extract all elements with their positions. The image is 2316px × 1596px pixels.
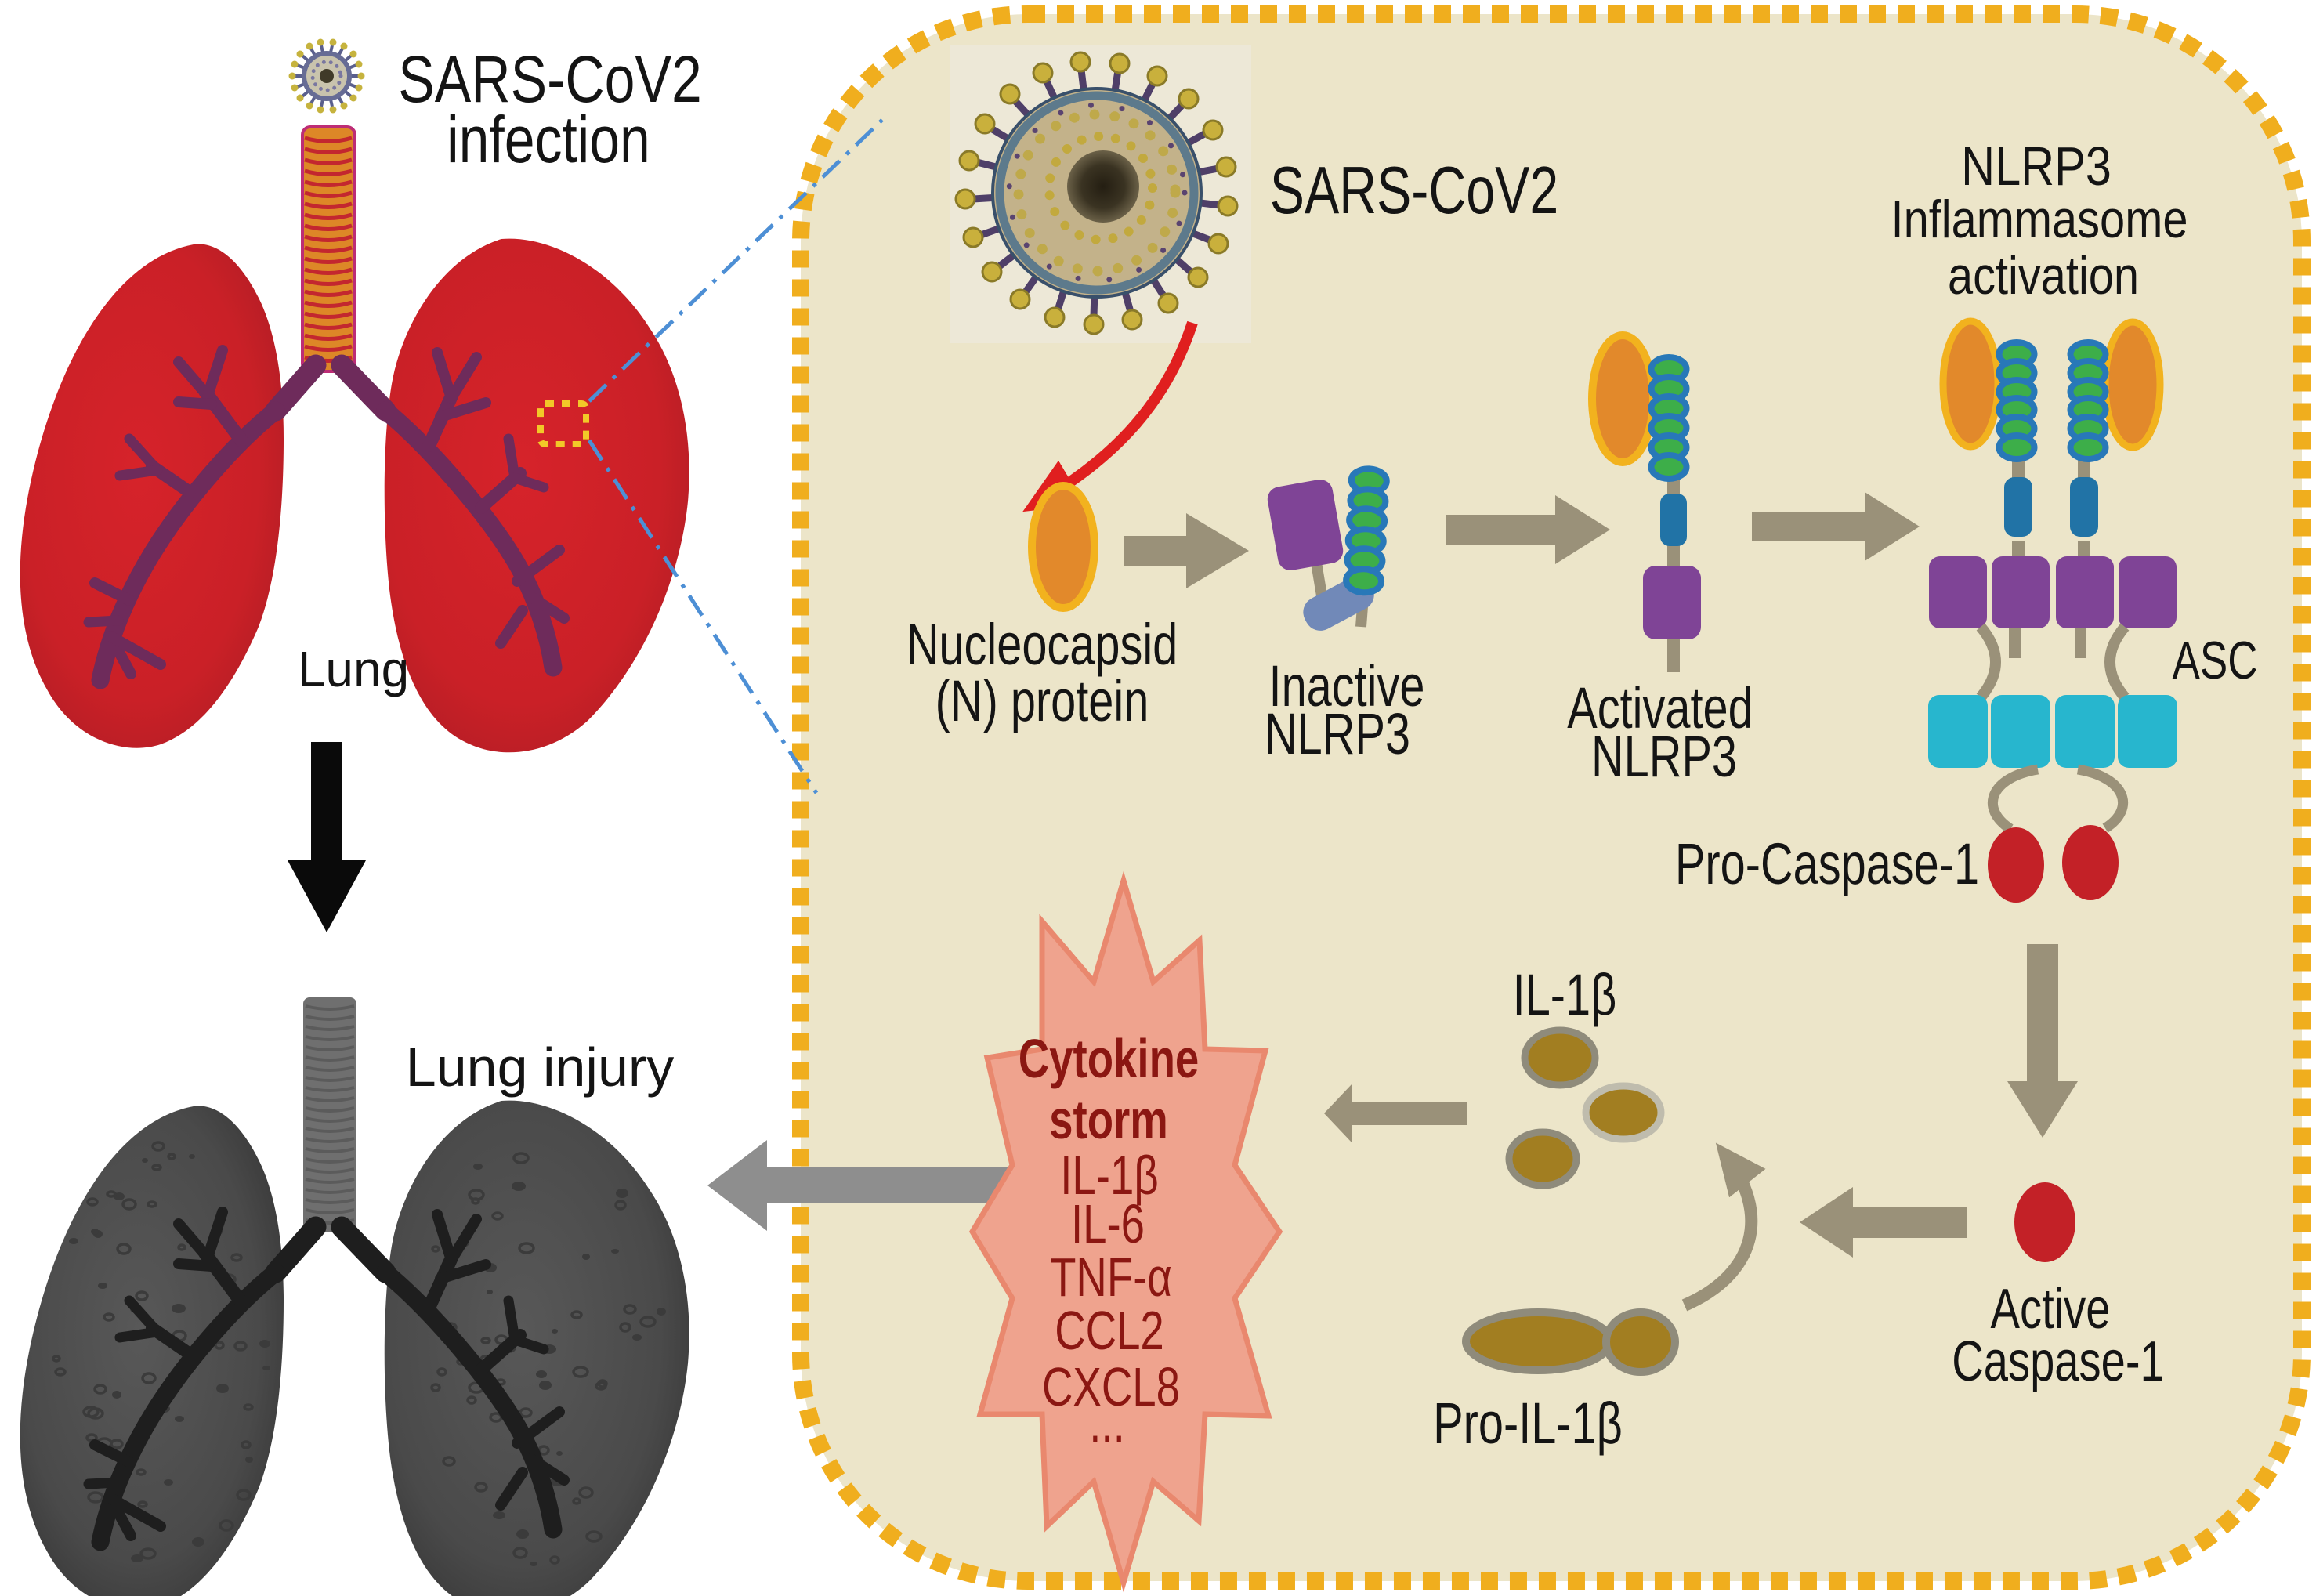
svg-text:SARS-CoV2: SARS-CoV2	[1270, 154, 1558, 228]
svg-text:IL-1β: IL-1β	[1513, 963, 1617, 1028]
svg-text:Lung injury: Lung injury	[406, 1037, 674, 1098]
svg-text:Activated: Activated	[1567, 676, 1753, 741]
svg-text:Inflammasome: Inflammasome	[1891, 190, 2188, 249]
svg-text:storm: storm	[1049, 1090, 1168, 1151]
svg-text:IL-6: IL-6	[1071, 1194, 1145, 1255]
svg-text:NLRP3: NLRP3	[1961, 135, 2112, 197]
svg-text:NLRP3: NLRP3	[1591, 725, 1737, 790]
svg-text:NLRP3: NLRP3	[1265, 702, 1410, 767]
svg-text:Active: Active	[1991, 1277, 2111, 1340]
svg-text:IL-1β: IL-1β	[1060, 1145, 1158, 1207]
svg-text:(N) protein: (N) protein	[935, 669, 1149, 734]
svg-text:CCL2: CCL2	[1055, 1301, 1164, 1362]
svg-text:...: ...	[1089, 1393, 1125, 1454]
svg-text:Inactive: Inactive	[1269, 654, 1425, 719]
svg-text:Nucleocapsid: Nucleocapsid	[906, 613, 1178, 678]
svg-text:CXCL8: CXCL8	[1042, 1357, 1180, 1418]
svg-text:Pro-IL-1β: Pro-IL-1β	[1433, 1392, 1623, 1457]
svg-text:infection: infection	[447, 103, 650, 177]
svg-text:Caspase-1: Caspase-1	[1952, 1330, 2165, 1392]
svg-text:ASC: ASC	[2172, 631, 2257, 690]
svg-text:SARS-CoV2: SARS-CoV2	[398, 43, 701, 117]
svg-text:Pro-Caspase-1: Pro-Caspase-1	[1675, 832, 1979, 897]
svg-text:Lung: Lung	[298, 641, 409, 697]
svg-text:activation: activation	[1948, 247, 2139, 306]
svg-text:TNF-α: TNF-α	[1050, 1247, 1172, 1308]
svg-text:Cytokine: Cytokine	[1019, 1029, 1200, 1090]
